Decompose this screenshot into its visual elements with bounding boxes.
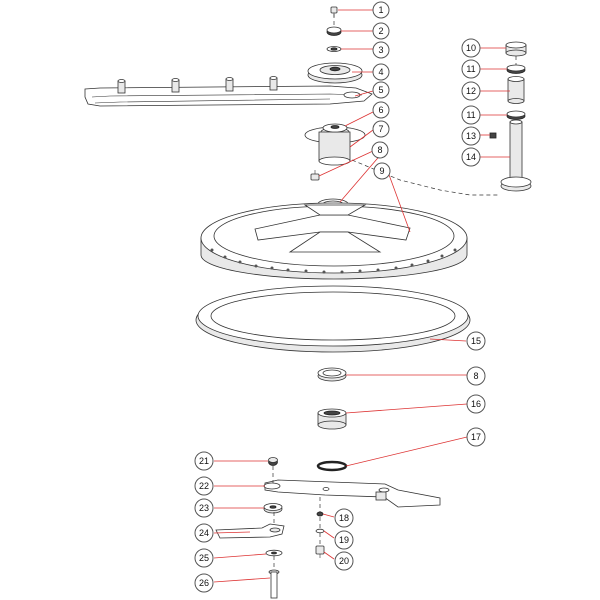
part-bearing-11-upper [506,64,526,74]
svg-text:4: 4 [378,67,383,77]
callout-12: 12 [461,81,481,101]
part-ring-lower [317,367,347,382]
callout-18: 18 [334,508,354,528]
part-washer-25 [265,549,283,557]
callout-11-lower: 11 [461,105,481,125]
leader-lines [213,9,510,583]
svg-text:2: 2 [378,26,383,36]
part-lower-arm [263,479,441,508]
callout-11-upper: 11 [461,59,481,79]
svg-text:13: 13 [466,131,476,141]
callout-8-upper: 8 [371,141,389,159]
callout-2: 2 [372,22,390,40]
part-turntable [200,202,468,280]
callout-17: 17 [466,427,486,447]
part-bearing-11-lower [506,110,526,120]
svg-text:8: 8 [377,145,382,155]
parts-drawing [84,6,532,599]
callout-15: 15 [466,331,486,351]
svg-text:16: 16 [471,399,481,409]
callout-13: 13 [461,126,481,146]
part-screw-top [330,6,338,17]
svg-text:18: 18 [339,513,349,523]
part-nut [326,26,342,36]
svg-text:8: 8 [473,371,478,381]
part-sleeve-12 [507,76,525,104]
callout-19: 19 [334,530,354,550]
callout-14: 14 [461,147,481,167]
svg-text:7: 7 [378,124,383,134]
callout-8-lower: 8 [466,366,486,386]
callout-20: 20 [334,551,354,571]
callout-25: 25 [194,548,214,568]
part-o-ring [316,460,348,472]
svg-text:5: 5 [378,85,383,95]
svg-text:1: 1 [378,5,383,15]
part-bearing-10 [505,41,527,57]
svg-text:10: 10 [466,43,476,53]
part-bracket [215,523,285,539]
svg-text:15: 15 [471,336,481,346]
svg-text:14: 14 [466,152,476,162]
part-small-screw [310,170,320,181]
callout-5: 5 [372,81,390,99]
svg-text:6: 6 [378,105,383,115]
svg-text:11: 11 [466,110,475,120]
callout-21: 21 [194,451,214,471]
callout-4: 4 [372,63,390,81]
svg-text:22: 22 [199,481,209,491]
svg-text:12: 12 [466,86,476,96]
part-washer-23 [263,503,283,514]
part-hub [304,123,366,166]
callout-23: 23 [194,498,214,518]
part-shaft-14 [500,119,532,192]
part-small-18 [316,511,324,517]
callout-24: 24 [194,523,214,543]
part-small-19 [315,528,325,534]
callout-9: 9 [373,162,391,180]
callout-1: 1 [372,1,390,19]
svg-text:9: 9 [379,166,384,176]
svg-text:17: 17 [471,432,481,442]
callout-16: 16 [466,394,486,414]
svg-text:23: 23 [199,503,209,513]
part-pulley [307,62,363,84]
svg-text:19: 19 [339,535,349,545]
callout-22: 22 [194,476,214,496]
part-arm [84,76,373,107]
callout-6: 6 [372,101,390,119]
svg-text:26: 26 [199,578,209,588]
svg-text:20: 20 [339,556,349,566]
part-nut-21 [268,457,278,466]
svg-text:24: 24 [199,528,209,538]
callout-26: 26 [194,573,214,593]
callouts: 1 2 3 4 5 6 7 8 9 10 11 12 11 13 14 15 8… [194,1,486,593]
part-key-13 [489,132,497,139]
part-belt-ring [195,285,471,353]
svg-text:21: 21 [199,456,209,466]
part-bushing [317,408,347,430]
callout-10: 10 [461,38,481,58]
svg-text:3: 3 [378,45,383,55]
part-screw-20 [315,545,325,558]
part-washer [326,46,342,52]
svg-text:11: 11 [466,64,475,74]
svg-text:25: 25 [199,553,209,563]
part-bolt [268,569,280,599]
callout-7: 7 [372,120,390,138]
callout-3: 3 [372,41,390,59]
